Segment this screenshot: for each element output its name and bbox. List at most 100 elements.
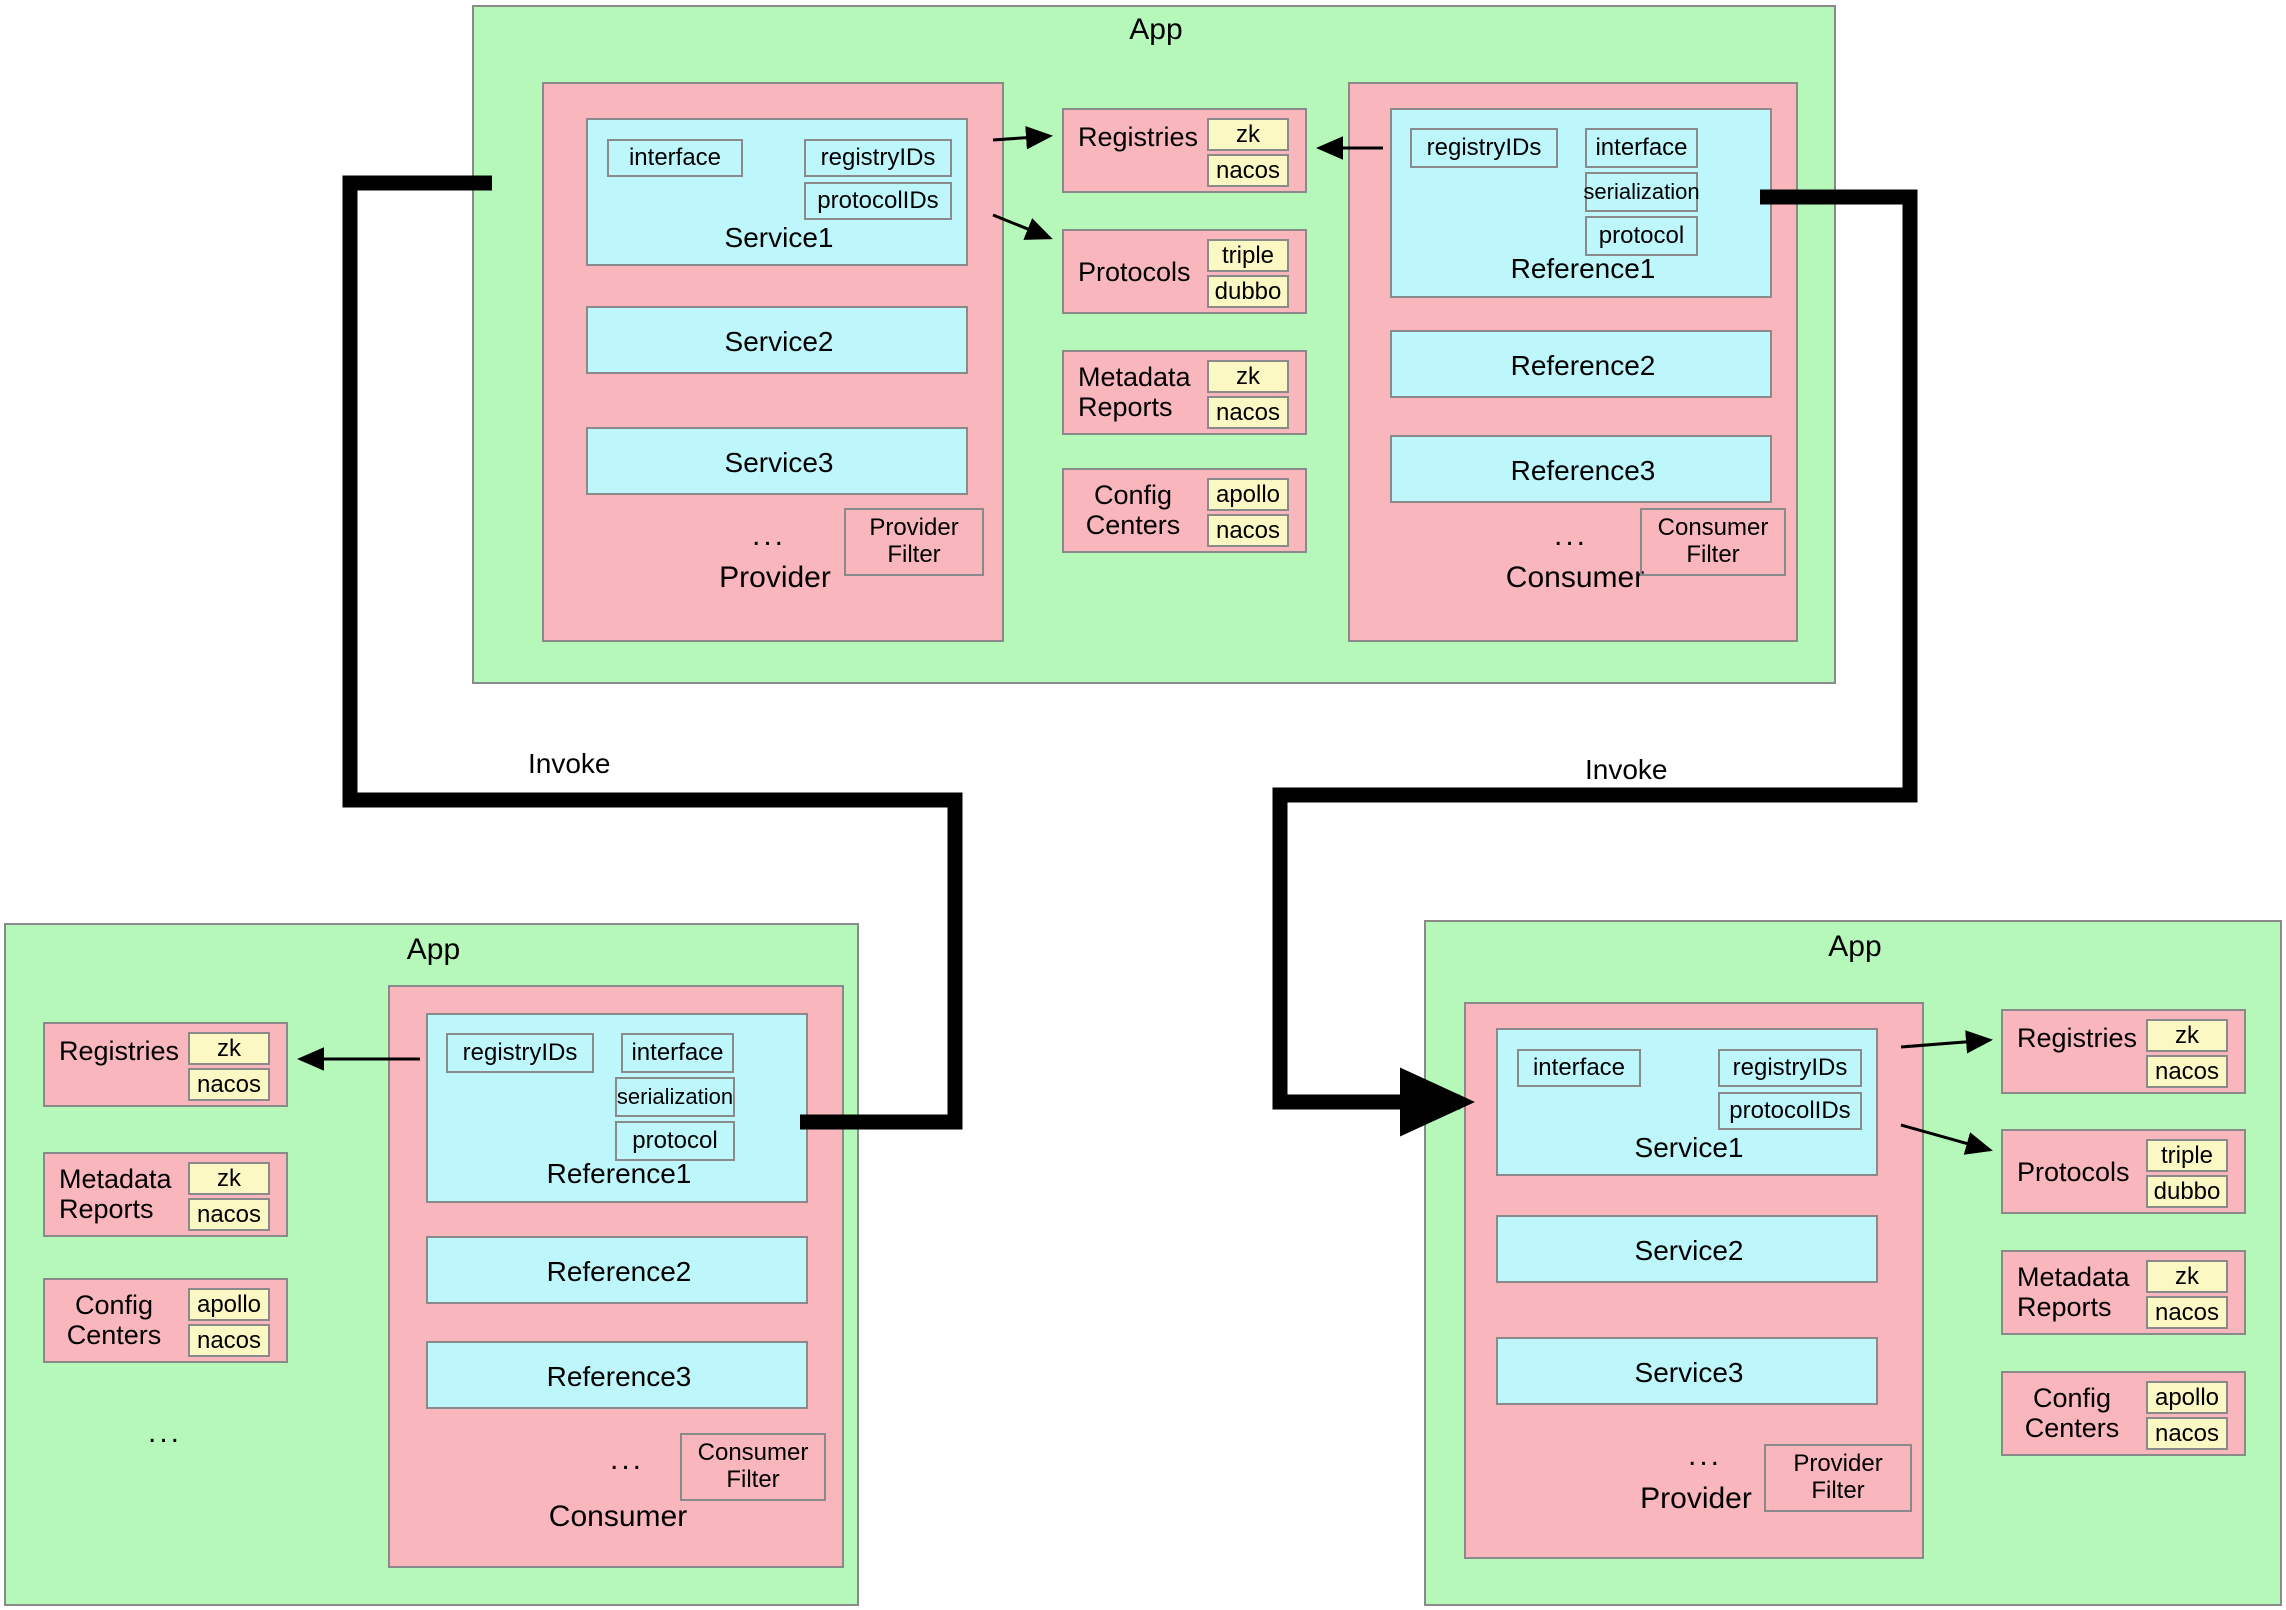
br-protocols-impl-dubbo[interactable]: dubbo: [2146, 1175, 2228, 1208]
bl-config-centers-impl-nacos[interactable]: nacos: [188, 1324, 270, 1357]
br-protocols-box[interactable]: Protocols triple dubbo: [2001, 1129, 2246, 1214]
top-config-centers-box[interactable]: Config Centers apollo nacos: [1062, 468, 1307, 553]
top-consumer-reference1-registryids[interactable]: registryIDs: [1410, 128, 1558, 168]
br-registries-impl-nacos[interactable]: nacos: [2146, 1055, 2228, 1088]
br-provider-service3[interactable]: Service3: [1496, 1337, 1878, 1405]
impl-label: apollo: [1215, 480, 1281, 508]
bl-consumer-reference1[interactable]: Reference1 registryIDs interface seriali…: [426, 1013, 808, 1203]
top-registries-box[interactable]: Registries zk nacos: [1062, 108, 1307, 193]
br-provider-label: Provider: [1640, 1482, 1752, 1515]
bl-consumer-reference2-label: Reference2: [546, 1256, 692, 1287]
top-provider-service2-label: Service2: [724, 326, 834, 357]
bl-consumer-reference3[interactable]: Reference3: [426, 1341, 808, 1409]
top-metadata-reports-label: Metadata Reports: [1078, 362, 1191, 423]
impl-label: nacos: [196, 1070, 262, 1098]
br-provider-service2-label: Service2: [1634, 1235, 1744, 1266]
br-metadata-reports-label: Metadata Reports: [2017, 1262, 2130, 1323]
br-metadata-reports-box[interactable]: Metadata Reports zk nacos: [2001, 1250, 2246, 1335]
top-consumer-reference1-protocol[interactable]: protocol: [1585, 216, 1698, 256]
bl-metadata-reports-impl-zk[interactable]: zk: [188, 1162, 270, 1195]
bl-consumer-reference1-protocol[interactable]: protocol: [615, 1121, 735, 1161]
top-provider-service1-label: Service1: [724, 222, 834, 253]
br-registries-box[interactable]: Registries zk nacos: [2001, 1009, 2246, 1094]
top-metadata-reports-impl-nacos[interactable]: nacos: [1207, 396, 1289, 429]
attr-label: registryIDs: [462, 1039, 578, 1066]
bl-metadata-reports-impl-nacos[interactable]: nacos: [188, 1198, 270, 1231]
invoke-label-left: Invoke: [528, 748, 611, 779]
br-provider-service1-interface[interactable]: interface: [1517, 1049, 1641, 1087]
top-protocols-impl-dubbo[interactable]: dubbo: [1207, 275, 1289, 308]
top-registries-impl-nacos[interactable]: nacos: [1207, 154, 1289, 187]
top-consumer-reference2-label: Reference2: [1510, 350, 1656, 381]
top-provider-service1-interface[interactable]: interface: [607, 139, 743, 177]
top-consumer-reference1[interactable]: Reference1 registryIDs interface seriali…: [1390, 108, 1772, 298]
impl-label: nacos: [196, 1326, 262, 1354]
br-registries-impl-zk[interactable]: zk: [2146, 1019, 2228, 1052]
br-config-centers-box[interactable]: Config Centers apollo nacos: [2001, 1371, 2246, 1456]
br-provider-service1[interactable]: Service1 interface registryIDs protocolI…: [1496, 1028, 1878, 1176]
top-registries-label: Registries: [1078, 122, 1199, 152]
br-config-centers-impl-nacos[interactable]: nacos: [2146, 1417, 2228, 1450]
br-provider-service2[interactable]: Service2: [1496, 1215, 1878, 1283]
bl-consumer-reference1-registryids[interactable]: registryIDs: [446, 1033, 594, 1073]
impl-label: apollo: [196, 1290, 262, 1318]
bl-config-centers-impl-apollo[interactable]: apollo: [188, 1288, 270, 1321]
attr-label: registryIDs: [1426, 134, 1542, 161]
br-provider-ellipsis: ...: [1688, 1439, 1723, 1472]
bl-registries-impl-zk[interactable]: zk: [188, 1032, 270, 1065]
top-metadata-reports-impl-zk[interactable]: zk: [1207, 360, 1289, 393]
top-config-centers-impl-apollo[interactable]: apollo: [1207, 478, 1289, 511]
impl-label: dubbo: [1214, 277, 1282, 305]
impl-label: nacos: [1215, 516, 1281, 544]
attr-label: registryIDs: [820, 144, 936, 171]
top-consumer-reference2[interactable]: Reference2: [1390, 330, 1772, 398]
top-app-label: App: [1129, 13, 1183, 46]
top-consumer-reference3[interactable]: Reference3: [1390, 435, 1772, 503]
bl-consumer-filter-label: Consumer Filter: [697, 1439, 809, 1493]
bl-consumer-ellipsis: ...: [610, 1443, 645, 1476]
top-registries-impl-zk[interactable]: zk: [1207, 118, 1289, 151]
bl-consumer-reference1-serialization[interactable]: serialization: [615, 1077, 735, 1117]
top-provider-service1-registryids[interactable]: registryIDs: [804, 139, 952, 177]
bl-consumer-reference1-interface[interactable]: interface: [621, 1033, 734, 1073]
top-provider-service1-protocolids[interactable]: protocolIDs: [804, 182, 952, 220]
bottom-left-app-label: App: [406, 933, 461, 966]
top-protocols-impl-triple[interactable]: triple: [1207, 239, 1289, 272]
top-provider-service3[interactable]: Service3: [586, 427, 968, 495]
impl-label: zk: [1236, 362, 1260, 390]
top-consumer-filter-box[interactable]: Consumer Filter: [1640, 508, 1786, 576]
invoke-label-right: Invoke: [1585, 754, 1668, 785]
top-protocols-label: Protocols: [1078, 257, 1191, 287]
bl-config-centers-box[interactable]: Config Centers apollo nacos: [43, 1278, 288, 1363]
bl-metadata-reports-label: Metadata Reports: [59, 1164, 172, 1225]
top-consumer-reference1-serialization[interactable]: serialization: [1583, 172, 1700, 212]
br-metadata-reports-impl-nacos[interactable]: nacos: [2146, 1296, 2228, 1329]
bl-consumer-filter-box[interactable]: Consumer Filter: [680, 1433, 826, 1501]
bl-registries-box[interactable]: Registries zk nacos: [43, 1022, 288, 1107]
br-provider-service1-registryids[interactable]: registryIDs: [1718, 1049, 1862, 1087]
attr-label: interface: [1532, 1054, 1626, 1081]
top-consumer-reference1-interface[interactable]: interface: [1585, 128, 1698, 168]
top-protocols-box[interactable]: Protocols triple dubbo: [1062, 229, 1307, 314]
br-provider-service3-label: Service3: [1634, 1357, 1744, 1388]
top-provider-service1[interactable]: Service1 interface registryIDs protocolI…: [586, 118, 968, 266]
top-config-centers-impl-nacos[interactable]: nacos: [1207, 514, 1289, 547]
bl-consumer-reference2[interactable]: Reference2: [426, 1236, 808, 1304]
br-protocols-impl-triple[interactable]: triple: [2146, 1139, 2228, 1172]
top-metadata-reports-box[interactable]: Metadata Reports zk nacos: [1062, 350, 1307, 435]
br-metadata-reports-impl-zk[interactable]: zk: [2146, 1260, 2228, 1293]
attr-label: protocolIDs: [817, 187, 939, 214]
bl-registries-impl-nacos[interactable]: nacos: [188, 1068, 270, 1101]
top-consumer-filter-label: Consumer Filter: [1657, 514, 1769, 568]
attr-label: interface: [628, 144, 722, 171]
impl-label: zk: [1236, 120, 1260, 148]
bl-metadata-reports-box[interactable]: Metadata Reports zk nacos: [43, 1152, 288, 1237]
br-provider-filter-box[interactable]: Provider Filter: [1764, 1444, 1912, 1512]
attr-label: registryIDs: [1732, 1054, 1848, 1081]
top-provider-service2[interactable]: Service2: [586, 306, 968, 374]
top-provider-filter-box[interactable]: Provider Filter: [844, 508, 984, 576]
impl-label: nacos: [1215, 156, 1281, 184]
impl-label: zk: [217, 1034, 241, 1062]
br-config-centers-impl-apollo[interactable]: apollo: [2146, 1381, 2228, 1414]
br-provider-service1-protocolids[interactable]: protocolIDs: [1718, 1092, 1862, 1130]
